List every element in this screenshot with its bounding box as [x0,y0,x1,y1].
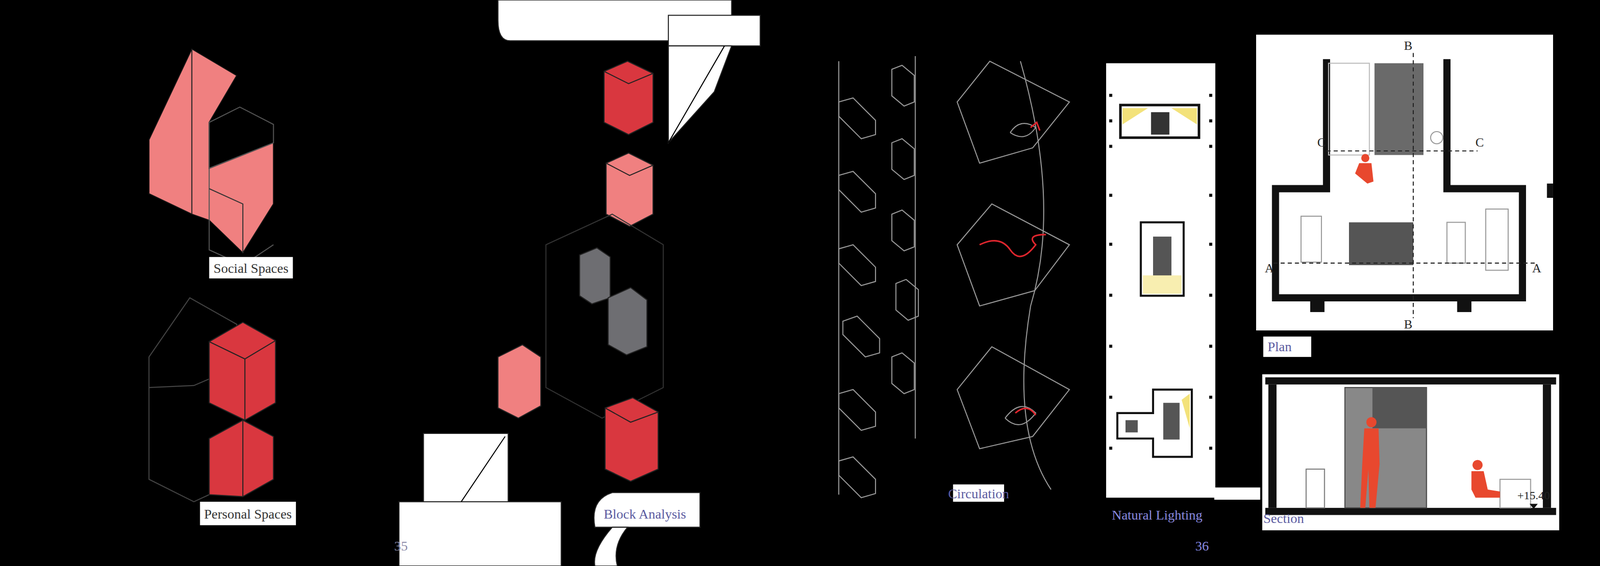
section-marker: B [1404,317,1413,332]
caption-box [208,256,293,279]
social-spaces-axo [148,48,274,266]
caption-text: Social Spaces [213,260,289,277]
apartment-plan [1256,34,1554,331]
section-marker: A [1264,261,1275,276]
caption-text: Natural Lighting [1111,507,1203,523]
caption-text: Plan [1267,339,1292,355]
apartment-section [1262,374,1560,531]
section-marker: B [1404,38,1413,54]
caption-text: Section [1263,510,1304,527]
section-marker: A [1532,261,1542,276]
personal-spaces-axo [148,297,276,503]
white-band [1214,487,1261,500]
circulation-drawing [838,56,1070,498]
caption-text: Block Analysis [603,506,686,522]
caption-box [1263,336,1312,357]
level-mark: +15.40 [1517,489,1551,504]
block-analysis-axo [399,0,761,566]
section-marker: C [1475,135,1484,150]
page-number: 36 [1195,538,1209,554]
caption-box [200,501,297,525]
page-number: 35 [394,538,408,554]
caption-text: Circulation [948,486,1009,502]
natural-lighting-strip [1106,63,1216,498]
circulation-route [979,122,1046,415]
caption-text: Personal Spaces [204,506,292,522]
section-marker: C [1317,135,1326,150]
